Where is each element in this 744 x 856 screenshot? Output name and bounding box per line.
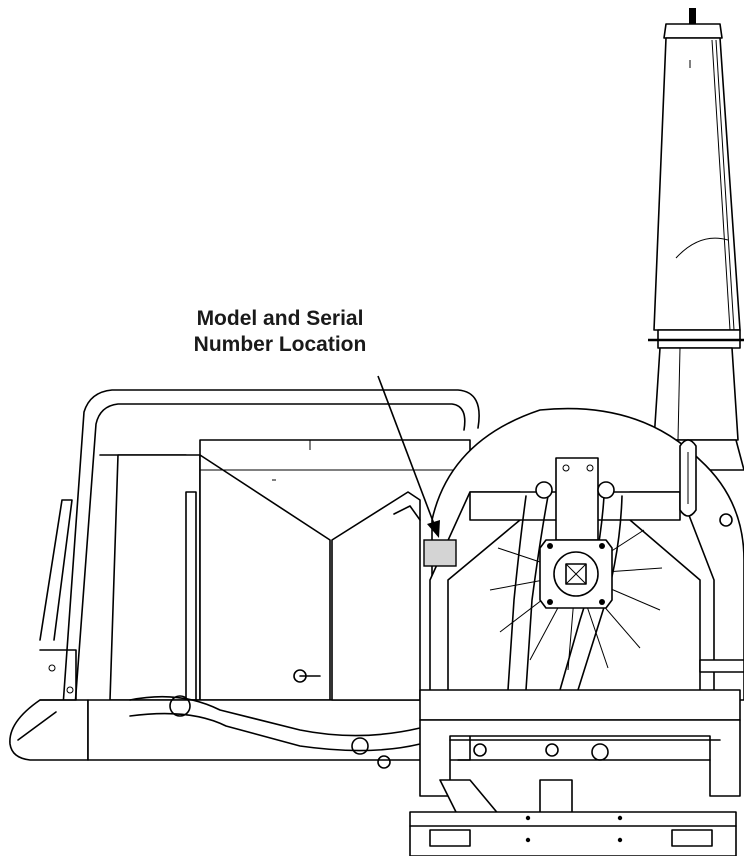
callout-leader-arrow (377, 375, 440, 538)
serial-number-plate (423, 539, 457, 567)
axle-frame (419, 689, 741, 797)
bearing-hub (489, 529, 663, 671)
discharge-chute (648, 8, 744, 471)
callout-line-1: Model and Serial (196, 307, 364, 330)
callout-label: Model and Serial Number Location (150, 306, 410, 358)
callout-line-2: Number Location (193, 333, 367, 356)
feed-wing (331, 491, 421, 701)
drive-assembly (129, 669, 421, 769)
right-adjusters (679, 439, 744, 673)
base-plate (409, 779, 737, 856)
